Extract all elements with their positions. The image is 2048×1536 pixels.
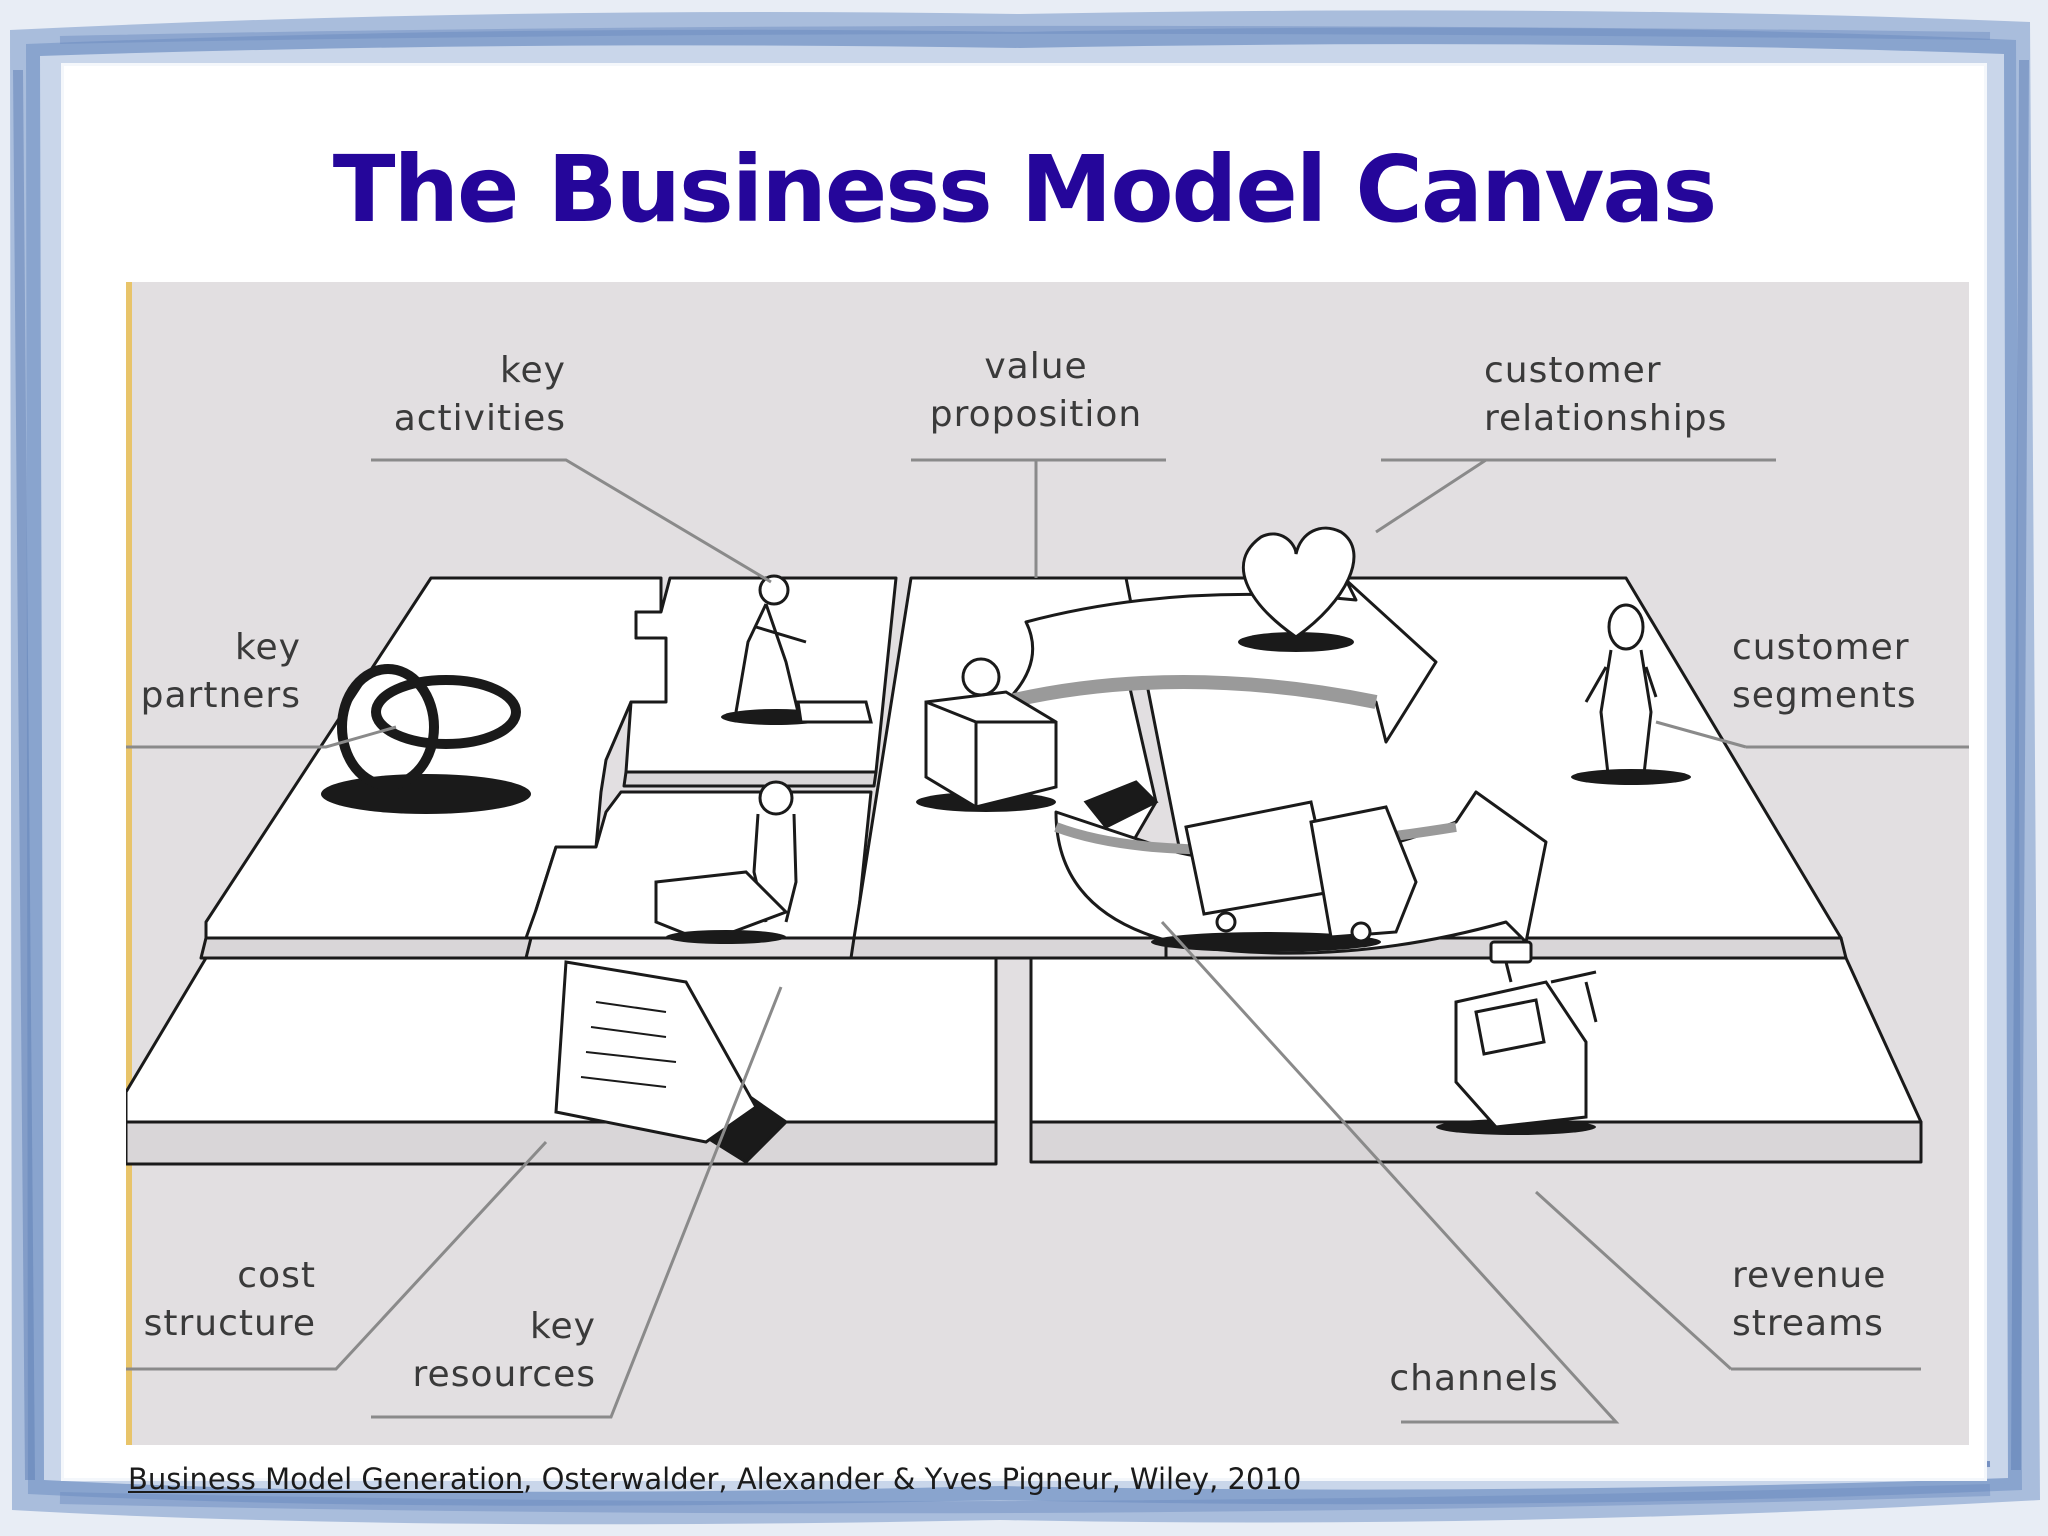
truck-icon: [1151, 800, 1418, 952]
revenue-streams-edge: [1029, 1120, 1923, 1164]
key-resources-label-line1: key: [530, 1306, 596, 1347]
business-model-canvas-illustration: key activities value proposition custome…: [126, 282, 1969, 1445]
key-partners-edge: [199, 936, 533, 960]
citation-book-link[interactable]: Business Model Generation: [128, 1462, 524, 1496]
channels-label: channels: [1389, 1358, 1558, 1399]
customer-icon: [1571, 603, 1691, 785]
worker-icon: [721, 574, 873, 725]
cost-structure-label-line2: structure: [144, 1303, 316, 1344]
value-proposition-label-line1: value: [984, 346, 1087, 387]
customer-segments-label-line2: segments: [1732, 675, 1917, 716]
cost-structure-label-line1: cost: [237, 1255, 316, 1296]
cash-register-icon: [1436, 940, 1598, 1135]
key-activities-label-line1: key: [500, 350, 566, 391]
key-activities-block: [624, 576, 898, 774]
cost-structure-edge: [126, 1120, 998, 1166]
heart-icon: [1238, 526, 1356, 652]
value-proposition-label-line2: proposition: [930, 394, 1142, 435]
document-icon: [554, 960, 789, 1164]
key-activities-edge: [622, 770, 878, 788]
revenue-streams-label-line2: streams: [1732, 1303, 1884, 1344]
resources-worker-icon: [654, 780, 798, 944]
key-resources-label-line2: resources: [413, 1354, 596, 1395]
customer-segments-label-line1: customer: [1732, 627, 1910, 668]
slide-title: The Business Model Canvas: [332, 136, 1718, 243]
key-activities-label-line2: activities: [394, 398, 566, 439]
diagram-left-edge: [126, 282, 132, 1445]
citation: Business Model Generation, Osterwalder, …: [128, 1462, 1301, 1496]
customer-relationships-label-line1: customer: [1484, 350, 1662, 391]
customer-relationships-label-line2: relationships: [1484, 398, 1727, 439]
key-partners-label-line1: key: [235, 627, 301, 668]
citation-details: , Osterwalder, Alexander & Yves Pigneur,…: [523, 1462, 1302, 1496]
revenue-streams-label-line1: revenue: [1732, 1255, 1886, 1296]
label-leader-lines: [126, 458, 1969, 1424]
key-partners-label-line2: partners: [141, 675, 301, 716]
gift-icon: [916, 657, 1159, 829]
key-resources-block: [524, 790, 873, 940]
rings-icon: [321, 664, 531, 814]
